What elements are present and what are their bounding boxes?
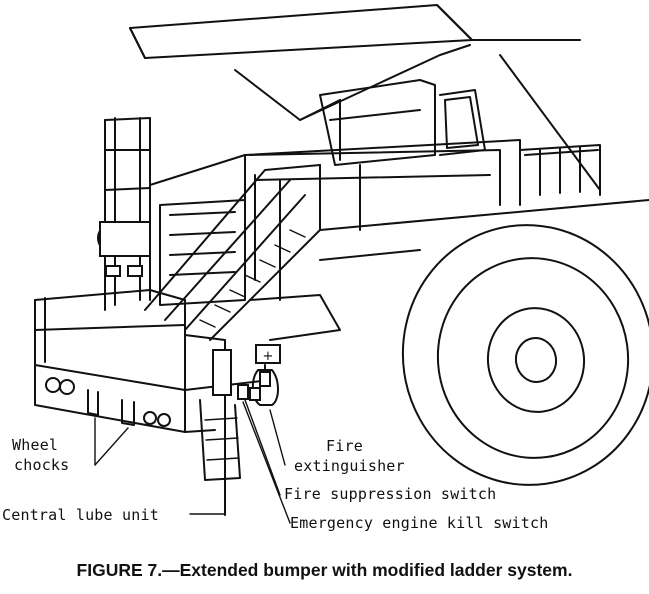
diagonal-ladder	[144, 164, 321, 341]
wheel-chocks-label-line2: chocks	[14, 456, 70, 474]
central-lube-unit-label: Central lube unit	[2, 506, 159, 524]
extinguisher-plus-symbol: +	[263, 349, 274, 364]
wheel-chocks-label-line1: Wheel	[12, 436, 59, 454]
dump-body	[129, 4, 601, 191]
headlights	[97, 221, 151, 277]
fire-equipment	[237, 344, 281, 406]
fire-extinguisher-label-line2: extinguisher	[294, 457, 405, 475]
central-lube-unit	[199, 349, 241, 516]
grille	[159, 199, 341, 341]
fire-extinguisher-label-line1: Fire	[326, 437, 363, 455]
emergency-engine-kill-switch-label: Emergency engine kill switch	[290, 514, 549, 532]
leader-lines	[94, 399, 291, 524]
figure-caption: FIGURE 7.—Extended bumper with modified …	[76, 560, 573, 580]
extended-bumper	[34, 289, 271, 433]
fire-suppression-switch-label: Fire suppression switch	[284, 485, 497, 503]
tire	[401, 224, 649, 486]
wheel-chocks	[87, 389, 135, 426]
